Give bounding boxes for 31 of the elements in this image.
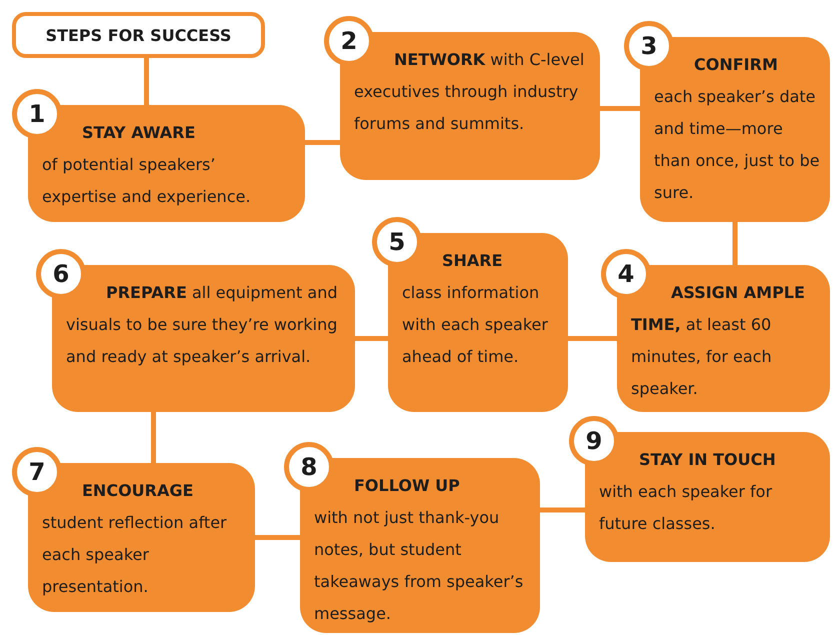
step-heading: ENCOURAGE (81, 480, 194, 502)
step-heading: STAY IN TOUCH (638, 449, 777, 471)
connector-line (151, 412, 156, 463)
connector-line (732, 222, 738, 265)
connector-line (305, 140, 340, 145)
step-number: 9 (569, 416, 619, 466)
step-number: 3 (624, 21, 674, 71)
step-description: each speaker’s date and time—more than once, just to be sure. (654, 86, 820, 204)
step-description: with not just thank-you notes, but student takeaways from speaker’s message. (314, 507, 524, 625)
step-number: 7 (12, 447, 62, 497)
step-description: with each speaker for future classes. (599, 481, 774, 535)
connector-line (568, 336, 617, 341)
step-description: student reflection after each speaker presentation. (42, 512, 228, 598)
step-number: 5 (372, 217, 422, 267)
connector-line (255, 535, 300, 540)
step-heading: FOLLOW UP (353, 475, 461, 497)
step-number: 8 (284, 442, 334, 492)
step-number: 1 (12, 89, 62, 139)
step-heading: SHARE (441, 250, 504, 272)
step-number: 2 (324, 16, 374, 66)
step-number: 6 (36, 249, 86, 299)
step-heading: CONFIRM (693, 54, 779, 76)
connector-line (144, 58, 149, 105)
connector-line (600, 106, 640, 111)
step-number: 4 (601, 249, 651, 299)
step-description: of potential speakers’ expertise and experience. (42, 154, 252, 208)
connector-line (355, 336, 388, 341)
step-description: class information with each speaker ahead of time. (402, 282, 549, 368)
connector-line (540, 508, 585, 512)
title-box: STEPS FOR SUCCESS (12, 12, 265, 58)
step-heading: STAY AWARE (81, 122, 196, 144)
